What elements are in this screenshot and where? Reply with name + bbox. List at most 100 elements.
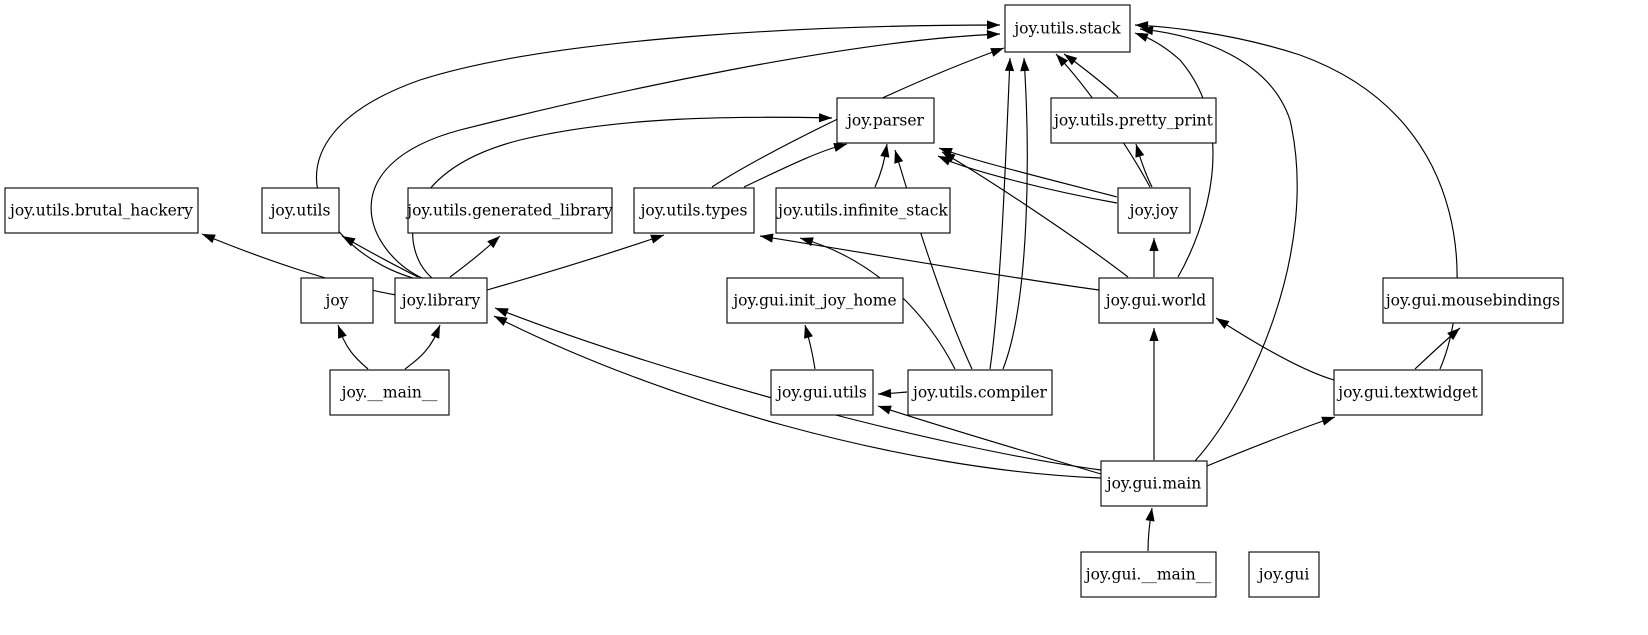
- node-label: joy.gui.mousebindings: [1384, 292, 1560, 310]
- node-box[interactable]: [407, 187, 613, 234]
- node-box[interactable]: [1050, 97, 1217, 144]
- graph-node[interactable]: joy.joy: [1117, 187, 1191, 234]
- graph-node[interactable]: joy: [300, 277, 374, 324]
- node-box[interactable]: [907, 369, 1053, 416]
- node-label: joy: [324, 292, 349, 310]
- node-box[interactable]: [1004, 4, 1131, 53]
- graph-node[interactable]: joy.utils.stack: [1004, 4, 1131, 53]
- arrowhead-icon: [942, 152, 956, 163]
- graph-edge: [877, 405, 1102, 475]
- edge-line: [1002, 57, 1028, 370]
- graph-edge: [337, 324, 369, 370]
- edge-line: [743, 143, 848, 188]
- node-box[interactable]: [300, 277, 374, 324]
- edge-line: [370, 33, 1001, 280]
- node-box[interactable]: [1080, 551, 1217, 598]
- node-label: joy.utils.pretty_print: [1052, 112, 1214, 130]
- edge-line: [1215, 317, 1335, 381]
- graph-edge: [1063, 53, 1119, 98]
- arrowhead-icon: [804, 325, 813, 339]
- graph-edge: [938, 147, 1118, 198]
- arrowhead-icon: [880, 144, 890, 158]
- node-box[interactable]: [1100, 460, 1208, 507]
- node-box[interactable]: [633, 187, 755, 234]
- graph-edge: [894, 149, 973, 370]
- graph-node[interactable]: joy.gui.__main__: [1080, 551, 1217, 598]
- graph-node[interactable]: joy.gui.init_joy_home: [726, 277, 904, 324]
- node-box[interactable]: [1382, 277, 1564, 324]
- edge-line: [941, 151, 1129, 278]
- graph-edge: [1135, 143, 1153, 188]
- graph-edge: [1139, 25, 1298, 462]
- arrowhead-icon: [1064, 54, 1078, 66]
- graph-node[interactable]: joy.utils: [261, 187, 340, 234]
- graph-edge: [1145, 507, 1155, 552]
- graph-node[interactable]: joy.parser: [836, 97, 935, 144]
- node-box[interactable]: [775, 187, 951, 234]
- edge-line: [1139, 28, 1298, 462]
- node-label: joy.gui.__main__: [1084, 566, 1212, 584]
- graph-node[interactable]: joy.utils.infinite_stack: [775, 187, 951, 234]
- graph-node[interactable]: joy.gui.mousebindings: [1382, 277, 1564, 324]
- graph-node[interactable]: joy.gui.utils: [770, 369, 874, 416]
- graph-node[interactable]: joy.gui.world: [1098, 277, 1214, 324]
- node-box[interactable]: [4, 187, 199, 234]
- edge-line: [877, 405, 1102, 475]
- edge-line: [201, 233, 397, 296]
- graph-edge: [989, 57, 1015, 370]
- arrowhead-icon: [202, 234, 216, 244]
- edge-line: [412, 116, 833, 279]
- arrowhead-icon: [1216, 318, 1230, 329]
- node-box[interactable]: [1248, 551, 1320, 598]
- node-label: joy.gui.init_joy_home: [731, 292, 896, 310]
- graph-node[interactable]: joy.library: [394, 277, 488, 324]
- node-label: joy.utils.infinite_stack: [776, 202, 948, 220]
- arrowhead-icon: [1321, 416, 1335, 426]
- graph-edge: [201, 233, 397, 296]
- node-label: joy.joy: [1128, 202, 1179, 220]
- arrowhead-icon: [1447, 328, 1460, 340]
- node-box[interactable]: [394, 277, 488, 324]
- node-box[interactable]: [836, 97, 935, 144]
- node-box[interactable]: [770, 369, 874, 416]
- node-box[interactable]: [1098, 277, 1214, 324]
- graph-edge: [743, 142, 848, 188]
- node-label: joy.utils.generated_library: [405, 202, 613, 220]
- arrowhead-icon: [818, 113, 832, 123]
- graph-node[interactable]: joy.utils.pretty_print: [1050, 97, 1217, 144]
- node-label: joy.utils.brutal_hackery: [8, 202, 193, 220]
- node-box[interactable]: [726, 277, 904, 324]
- node-box[interactable]: [329, 369, 450, 416]
- graph-node[interactable]: joy.gui.textwidget: [1333, 369, 1483, 416]
- node-label: joy.utils.types: [639, 202, 748, 220]
- graph-node[interactable]: joy.gui: [1248, 551, 1320, 598]
- arrowhead-icon: [878, 405, 892, 415]
- node-box[interactable]: [1333, 369, 1483, 416]
- graph-node[interactable]: joy.utils.types: [633, 187, 755, 234]
- arrowhead-icon: [342, 236, 356, 247]
- graph-edge: [874, 143, 890, 188]
- arrowhead-icon: [986, 30, 1000, 40]
- edge-line: [1206, 416, 1336, 467]
- graph-node[interactable]: joy.__main__: [329, 369, 450, 416]
- graph-edge: [1134, 32, 1214, 278]
- node-label: joy.__main__: [340, 384, 438, 402]
- arrowhead-icon: [760, 233, 774, 243]
- graph-node[interactable]: joy.utils.brutal_hackery: [4, 187, 199, 234]
- graph-edge: [493, 315, 1102, 479]
- node-box[interactable]: [261, 187, 340, 234]
- node-box[interactable]: [1117, 187, 1191, 234]
- node-label: joy.parser: [845, 112, 924, 130]
- graph-edge: [370, 30, 1001, 280]
- arrowhead-icon: [1135, 144, 1145, 158]
- graph-node[interactable]: joy.utils.generated_library: [405, 187, 613, 234]
- arrowhead-icon: [833, 142, 847, 152]
- graph-node[interactable]: joy.gui.main: [1100, 460, 1208, 507]
- graph-edge: [759, 233, 1100, 291]
- graph-node[interactable]: joy.utils.compiler: [907, 369, 1053, 416]
- graph-edge: [341, 235, 419, 278]
- edge-line: [486, 234, 665, 291]
- graph-edge: [1206, 416, 1336, 467]
- arrowhead-icon: [800, 237, 814, 247]
